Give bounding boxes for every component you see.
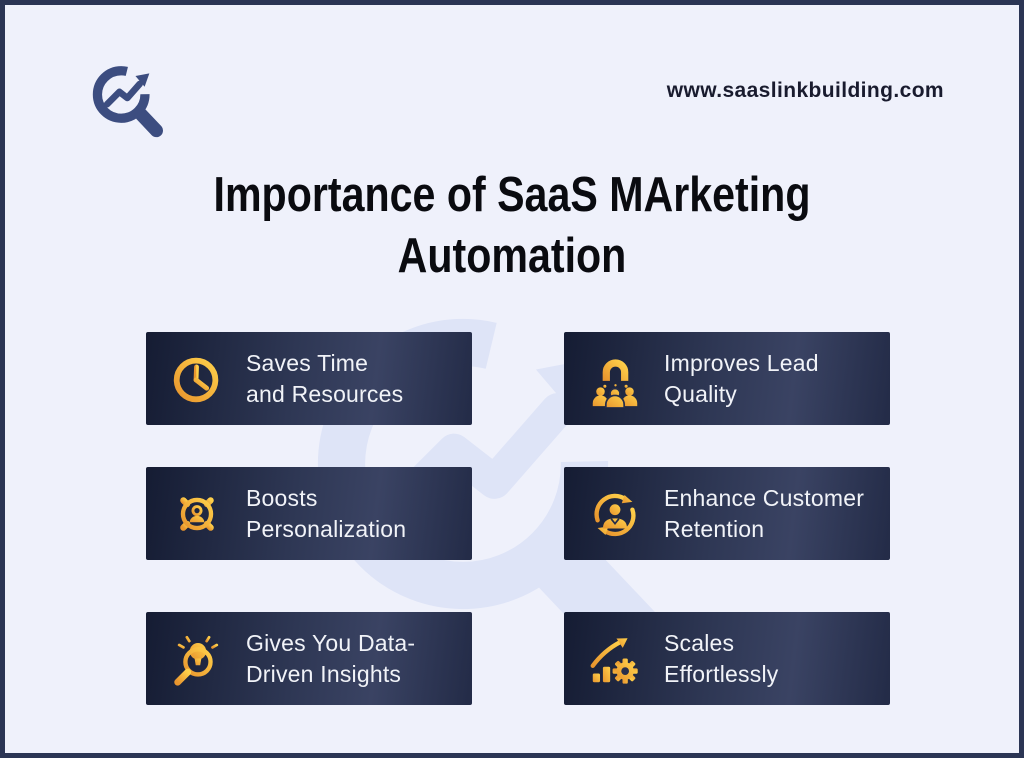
insight-magnifier-icon [174, 632, 219, 686]
card-label: Scales Effortlessly [664, 628, 778, 690]
page-title: Importance of SaaS MArketing Automation [86, 165, 938, 287]
card-label: Saves Time and Resources [246, 348, 403, 410]
card-data-insights: Gives You Data- Driven Insights [146, 612, 472, 705]
card-label-line2: Personalization [246, 515, 407, 542]
card-label-line1: Enhance Customer [664, 484, 865, 511]
card-label-line2: Driven Insights [246, 660, 402, 687]
card-label-line2: and Resources [246, 380, 404, 407]
card-label: Boosts Personalization [246, 483, 406, 545]
card-label-line2: Effortlessly [664, 660, 779, 687]
card-label: Gives You Data- Driven Insights [246, 628, 415, 690]
card-lead-quality: Improves Lead Quality [564, 332, 890, 425]
page-title-line1: Importance of SaaS MArketing [213, 168, 811, 222]
card-customer-retention: Enhance Customer Retention [564, 467, 890, 560]
card-label: Enhance Customer Retention [664, 483, 864, 545]
card-label-line2: Retention [664, 515, 765, 542]
website-url: www.saaslinkbuilding.com [666, 79, 944, 102]
gear-person-icon [174, 491, 220, 536]
card-scales: Scales Effortlessly [564, 612, 890, 705]
page-title-line2: Automation [397, 229, 627, 283]
search-trend-logo-icon [86, 52, 174, 144]
card-label-line1: Boosts [246, 484, 318, 511]
growth-gear-icon [590, 637, 638, 684]
card-label-line2: Quality [664, 380, 737, 407]
card-label-line1: Scales [664, 629, 735, 656]
card-saves-time: Saves Time and Resources [146, 332, 472, 425]
customer-retention-icon [594, 493, 636, 536]
card-label-line1: Saves Time [246, 349, 369, 376]
card-label-line1: Gives You Data- [246, 629, 416, 656]
card-label: Improves Lead Quality [664, 348, 819, 410]
magnet-leads-icon [592, 358, 638, 408]
clock-icon [173, 357, 219, 402]
card-label-line1: Improves Lead [664, 349, 819, 376]
card-personalization: Boosts Personalization [146, 467, 472, 560]
